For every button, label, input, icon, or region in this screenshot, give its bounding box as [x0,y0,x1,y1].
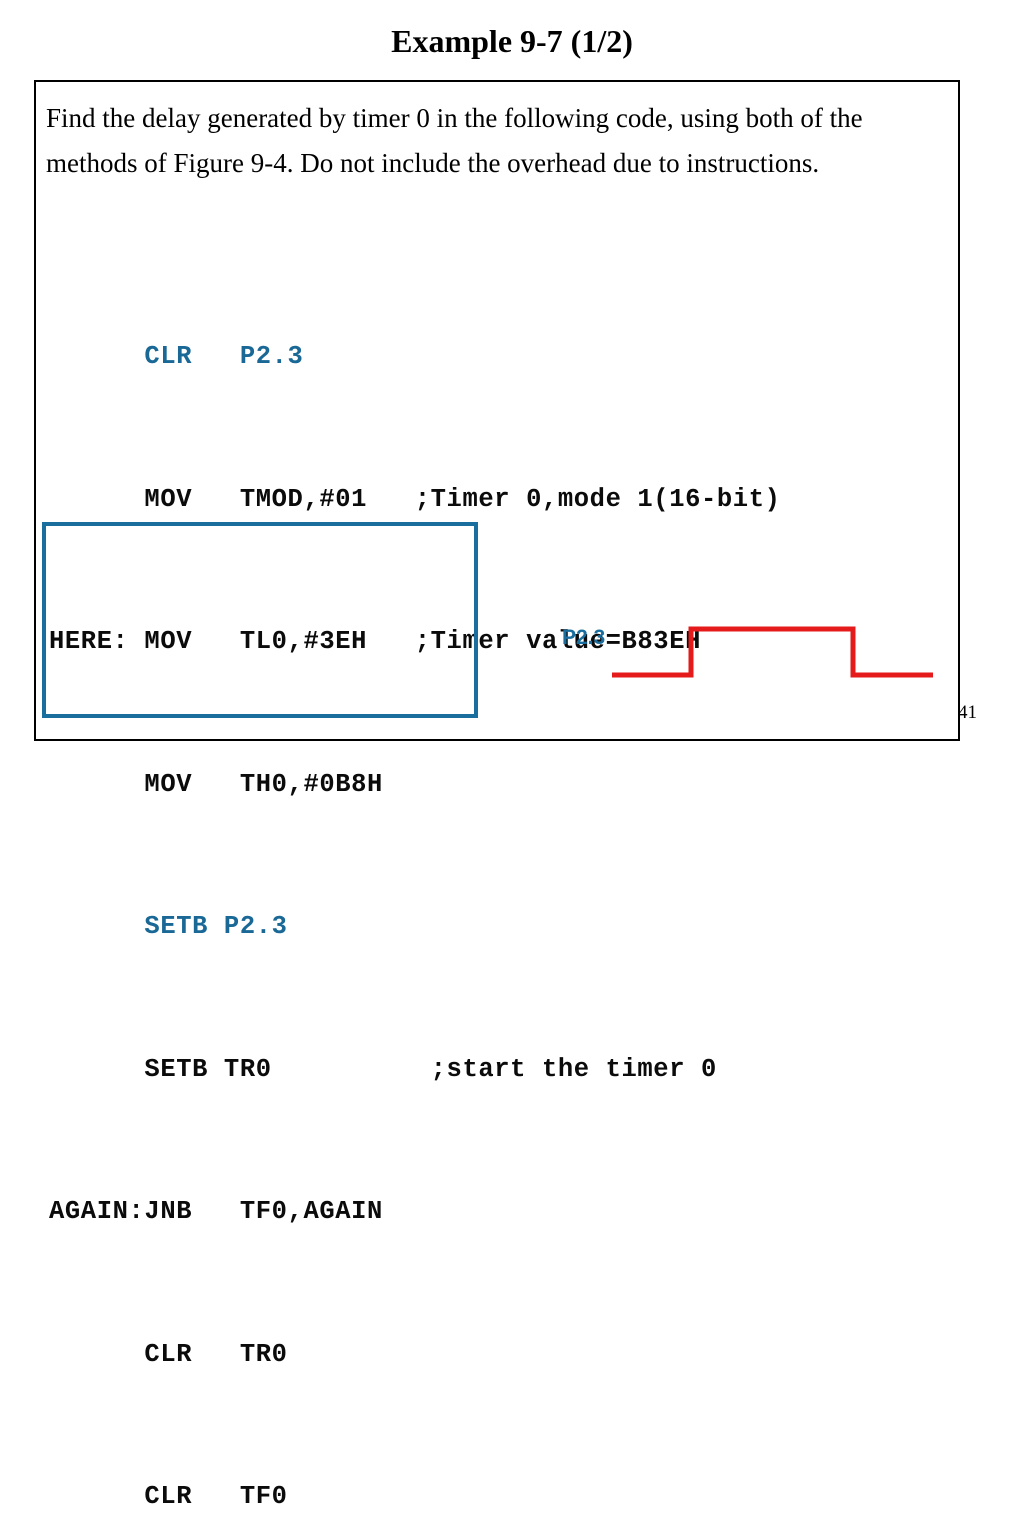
intro-paragraph: Find the delay generated by timer 0 in t… [46,103,870,178]
page-title: Example 9-7 (1/2) [391,23,633,59]
code-line: AGAIN:JNB TF0,AGAIN [49,1197,383,1226]
code-line: CLR P2.3 [49,342,304,371]
waveform-label: P2.3 [562,626,606,649]
slide-canvas: Example 9-7 (1/2) Find the delay generat… [34,23,977,1511]
code-line: MOV TMOD,#01 ;Timer 0,mode 1(16-bit) [49,484,781,514]
waveform-signal-path [612,626,933,678]
code-line: CLR TF0 [49,1482,288,1511]
code-line: SETB TR0 ;start the timer 0 [49,1054,717,1084]
code-line: CLR TR0 [49,1339,288,1369]
code-line: SETB P2.3 [49,912,288,941]
p2-3-waveform-diagram [612,626,933,678]
page-number: 41 [958,702,977,723]
code-listing: CLR P2.3 MOV TMOD,#01 ;Timer 0,mode 1(16… [49,238,781,1536]
code-line: HERE: MOV TL0,#3EH ;Timer value=B83EH [49,627,702,656]
